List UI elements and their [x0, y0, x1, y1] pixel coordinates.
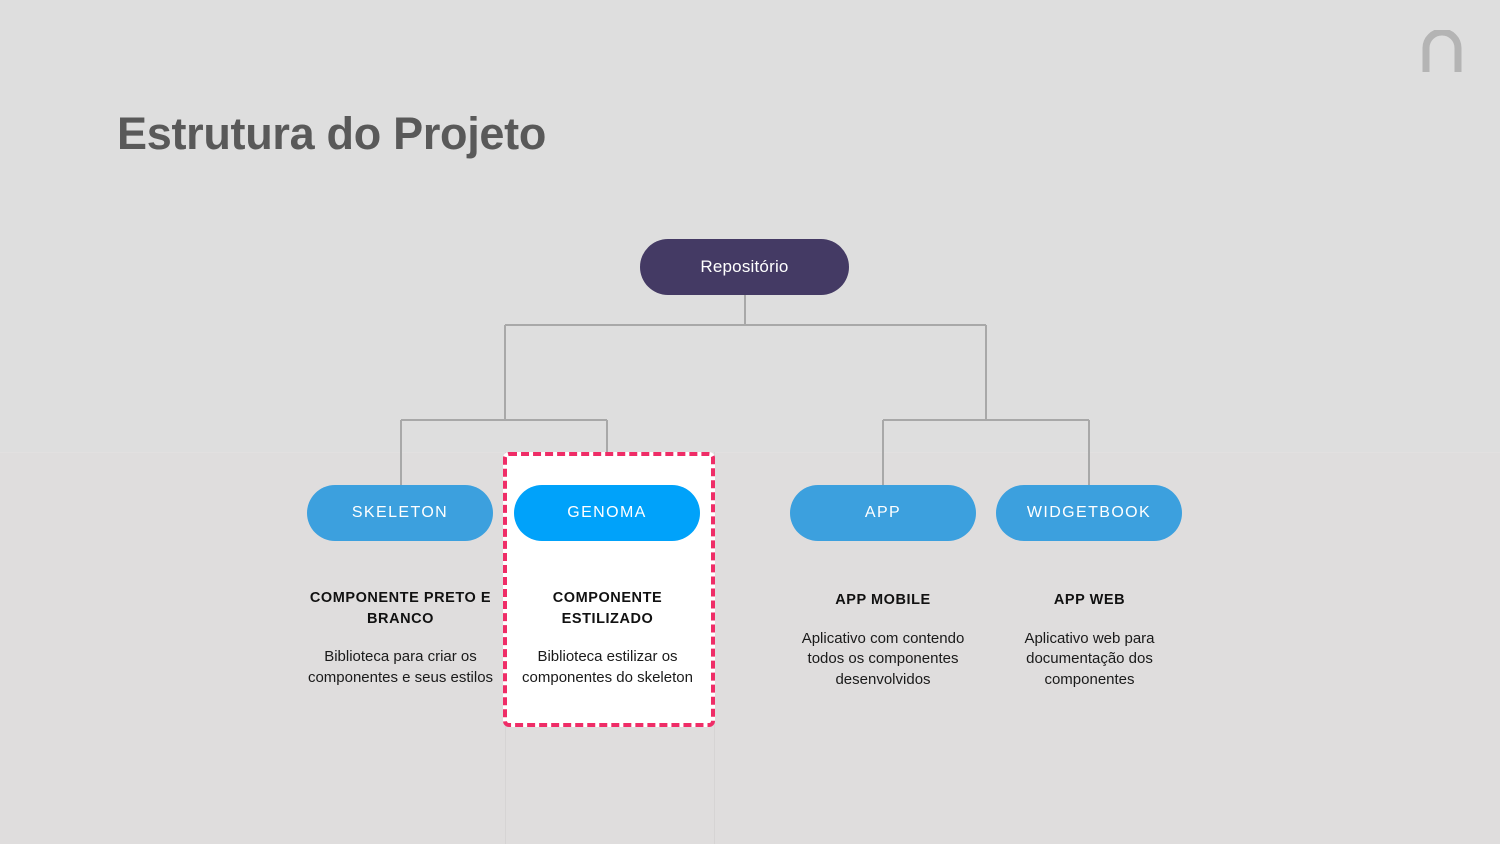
caption-genoma-description: Biblioteca estilizar os componentes do s…: [522, 648, 693, 686]
node-skeleton[interactable]: SKELETON: [307, 485, 493, 541]
arch-n-logo-icon: [1422, 30, 1462, 72]
node-genoma-label: GENOMA: [567, 504, 647, 521]
caption-genoma: COMPONENTE ESTILIZADO Biblioteca estiliz…: [514, 588, 701, 689]
node-app[interactable]: APP: [790, 485, 976, 541]
caption-app-heading: APP MOBILE: [835, 592, 931, 608]
caption-widgetbook-description: Aplicativo web para documentação dos com…: [1024, 629, 1155, 688]
caption-skeleton: COMPONENTE PRETO E BRANCO Biblioteca par…: [307, 588, 494, 689]
node-repositorio-label: Repositório: [700, 257, 789, 276]
node-genoma[interactable]: GENOMA: [514, 485, 700, 541]
caption-widgetbook-heading: APP WEB: [1053, 592, 1126, 608]
node-widgetbook-label: WIDGETBOOK: [1026, 504, 1152, 521]
caption-skeleton-description: Biblioteca para criar os componentes e s…: [307, 648, 494, 686]
caption-app-description: Aplicativo com contendo todos os compone…: [801, 629, 965, 688]
background-band: [0, 452, 1500, 844]
page-title: Estrutura do Projeto: [117, 108, 547, 159]
node-widgetbook[interactable]: WIDGETBOOK: [996, 485, 1182, 541]
node-app-label: APP: [864, 504, 902, 521]
node-skeleton-label: SKELETON: [351, 504, 449, 521]
caption-app: APP MOBILE Aplicativo com contendo todos…: [790, 590, 976, 691]
caption-widgetbook: APP WEB Aplicativo web para documentação…: [996, 590, 1183, 691]
node-repositorio[interactable]: Repositório: [640, 239, 849, 295]
caption-genoma-heading: COMPONENTE ESTILIZADO: [552, 590, 663, 627]
caption-skeleton-heading: COMPONENTE PRETO E BRANCO: [309, 590, 492, 627]
